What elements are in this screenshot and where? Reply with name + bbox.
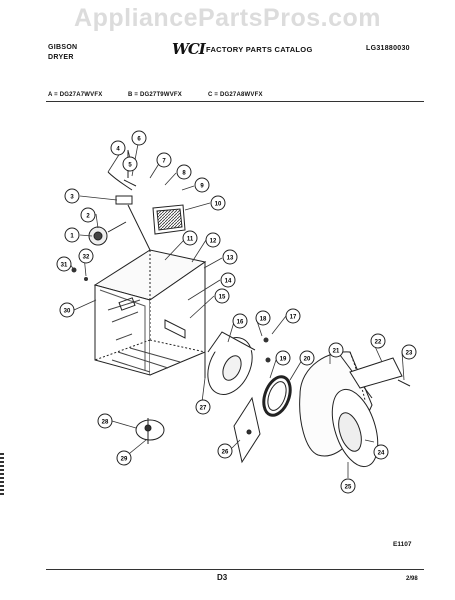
drum-seal bbox=[262, 375, 292, 417]
model-a: A = DG27A7WVFX bbox=[48, 92, 103, 98]
drum-baffle bbox=[349, 357, 411, 389]
product-type: DRYER bbox=[48, 54, 74, 61]
catalog-code: LG31880030 bbox=[366, 45, 410, 52]
catalog-date: 2/98 bbox=[406, 576, 418, 582]
svg-text:3: 3 bbox=[70, 195, 74, 201]
callout-12: 12 bbox=[205, 232, 221, 248]
screws bbox=[71, 267, 271, 363]
callout-13: 13 bbox=[222, 249, 238, 265]
header-rule bbox=[46, 101, 424, 102]
callout-28: 28 bbox=[97, 413, 113, 429]
front-bulkhead bbox=[207, 331, 256, 395]
catalog-title: FACTORY PARTS CATALOG bbox=[206, 45, 313, 54]
svg-text:23: 23 bbox=[406, 351, 413, 357]
callout-8: 8 bbox=[176, 164, 192, 180]
svg-text:5: 5 bbox=[128, 163, 132, 169]
page-number: D3 bbox=[217, 573, 228, 582]
svg-text:19: 19 bbox=[280, 357, 287, 363]
svg-text:15: 15 bbox=[219, 295, 226, 301]
callout-25: 25 bbox=[340, 478, 356, 494]
svg-text:18: 18 bbox=[260, 317, 267, 323]
callout-3: 3 bbox=[64, 188, 80, 204]
svg-text:27: 27 bbox=[200, 406, 207, 412]
callout-21: 21 bbox=[328, 342, 344, 358]
callout-markers: 1 2 3 4 5 6 7 8 9 10 11 12 13 14 15 16 1… bbox=[56, 130, 417, 494]
callout-23: 23 bbox=[401, 344, 417, 360]
callout-1: 1 bbox=[64, 227, 80, 243]
svg-text:7: 7 bbox=[162, 159, 166, 165]
callout-32: 32 bbox=[78, 248, 94, 264]
svg-text:14: 14 bbox=[225, 279, 232, 285]
svg-text:12: 12 bbox=[210, 239, 217, 245]
svg-text:16: 16 bbox=[237, 320, 244, 326]
callout-24: 24 bbox=[373, 444, 389, 460]
callout-22: 22 bbox=[370, 333, 386, 349]
svg-text:28: 28 bbox=[102, 420, 109, 426]
svg-text:6: 6 bbox=[137, 137, 141, 143]
svg-text:4: 4 bbox=[116, 147, 120, 153]
watermark: AppliancePartsPros.com bbox=[74, 4, 381, 32]
callout-2: 2 bbox=[80, 207, 96, 223]
callout-17: 17 bbox=[285, 308, 301, 324]
svg-text:22: 22 bbox=[375, 340, 382, 346]
svg-text:31: 31 bbox=[61, 263, 68, 269]
svg-text:8: 8 bbox=[182, 171, 186, 177]
motor-mount bbox=[135, 418, 165, 444]
callout-26: 26 bbox=[217, 443, 233, 459]
svg-text:13: 13 bbox=[227, 256, 234, 262]
callout-9: 9 bbox=[194, 177, 210, 193]
brand-block: GIBSON DRYER bbox=[48, 43, 77, 63]
callout-20: 20 bbox=[299, 350, 315, 366]
callout-11: 11 bbox=[182, 230, 198, 246]
callout-16: 16 bbox=[232, 313, 248, 329]
svg-text:2: 2 bbox=[86, 214, 90, 220]
model-b: B = DG27T9WVFX bbox=[128, 92, 182, 98]
callout-27: 27 bbox=[195, 399, 211, 415]
callout-15: 15 bbox=[214, 288, 230, 304]
thermostat-assembly bbox=[88, 150, 151, 251]
wci-logo: WCI bbox=[172, 40, 206, 58]
scan-edge-marks bbox=[0, 453, 4, 497]
callout-4: 4 bbox=[110, 140, 126, 156]
svg-text:21: 21 bbox=[333, 349, 340, 355]
callout-14: 14 bbox=[220, 272, 236, 288]
callout-18: 18 bbox=[255, 310, 271, 326]
svg-text:32: 32 bbox=[83, 255, 90, 261]
callout-5: 5 bbox=[122, 156, 138, 172]
cabinet bbox=[93, 249, 207, 378]
front-bracket bbox=[233, 396, 261, 464]
callout-31: 31 bbox=[56, 256, 72, 272]
svg-text:1: 1 bbox=[70, 234, 74, 240]
filter-screen bbox=[152, 204, 186, 235]
svg-text:25: 25 bbox=[345, 485, 352, 491]
svg-text:9: 9 bbox=[200, 184, 204, 190]
footer-rule bbox=[46, 569, 424, 570]
callout-6: 6 bbox=[131, 130, 147, 146]
svg-text:11: 11 bbox=[187, 237, 194, 243]
callout-10: 10 bbox=[210, 195, 226, 211]
callout-29: 29 bbox=[116, 450, 132, 466]
svg-text:17: 17 bbox=[290, 315, 297, 321]
svg-text:30: 30 bbox=[64, 309, 71, 315]
svg-text:20: 20 bbox=[304, 357, 311, 363]
brand-name: GIBSON bbox=[48, 44, 78, 51]
callout-7: 7 bbox=[156, 152, 172, 168]
svg-text:10: 10 bbox=[215, 202, 222, 208]
diagram-code: E1107 bbox=[393, 541, 412, 548]
callout-19: 19 bbox=[275, 350, 291, 366]
svg-text:29: 29 bbox=[121, 457, 128, 463]
model-c: C = DG27A8WVFX bbox=[208, 92, 263, 98]
svg-text:24: 24 bbox=[378, 451, 385, 457]
svg-text:26: 26 bbox=[222, 450, 229, 456]
callout-30: 30 bbox=[59, 302, 75, 318]
